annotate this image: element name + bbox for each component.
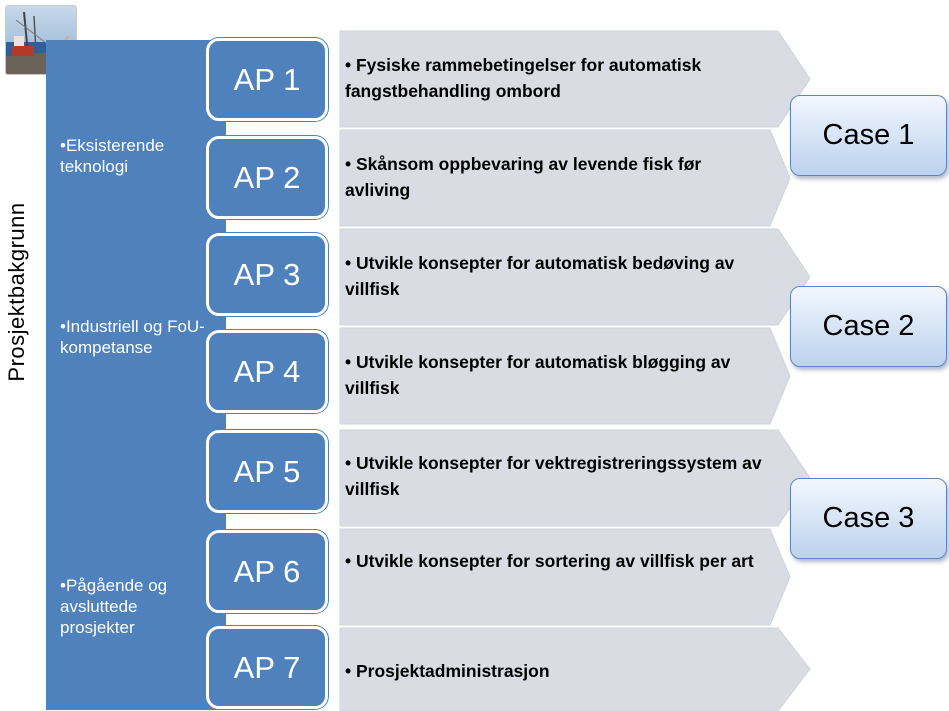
case-1-box: Case 1	[790, 95, 947, 176]
case-2-box: Case 2	[790, 286, 947, 367]
ap7-description: • Prosjektadministrasjon	[345, 661, 550, 681]
case-3-box: Case 3	[790, 478, 947, 559]
ap5-box: AP 5	[206, 430, 328, 513]
ap1-description: • Fysiske rammebetingelser for automatis…	[345, 55, 702, 101]
project-background-title: Prosjektbakgrunn	[4, 202, 29, 382]
ap4-box: AP 4	[206, 330, 328, 413]
background-item-projects: •Pågående og avsluttede prosjekter	[60, 576, 168, 637]
ap3-description: • Utvikle konsepter for automatisk bedøv…	[345, 253, 735, 299]
ap1-box: AP 1	[206, 38, 328, 121]
ap6-description: • Utvikle konsepter for sortering av vil…	[345, 551, 754, 571]
ap6-box: AP 6	[206, 530, 328, 613]
ap7-box: AP 7	[206, 626, 328, 709]
ap4-description: • Utvikle konsepter for automatisk bløgg…	[345, 352, 731, 398]
ap5-description: • Utvikle konsepter for vektregistrering…	[345, 453, 762, 499]
ap3-box: AP 3	[206, 233, 328, 316]
ap2-description: • Skånsom oppbevaring av levende fisk fø…	[345, 154, 702, 200]
background-item-competence: •Industriell og FoU-kompetanse	[60, 317, 205, 357]
arrow-ap6	[339, 528, 791, 626]
ap2-box: AP 2	[206, 136, 328, 219]
background-item-existing-technology: •Eksisterende teknologi	[60, 136, 165, 176]
background-panel	[46, 40, 226, 710]
